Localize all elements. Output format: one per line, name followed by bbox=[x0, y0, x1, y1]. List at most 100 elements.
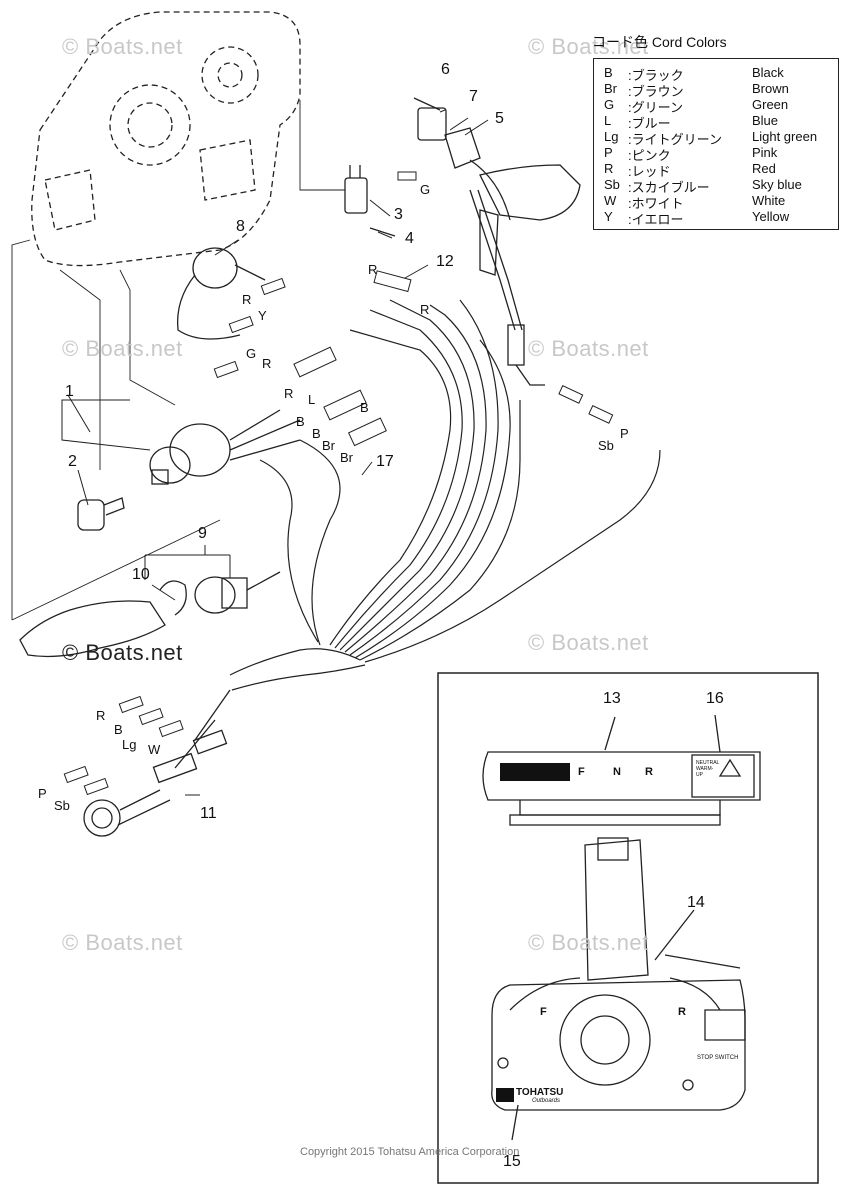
callout-16: 16 bbox=[706, 690, 724, 707]
indicator-panel-part-13 bbox=[482, 714, 761, 826]
harness-wires bbox=[229, 299, 661, 691]
inset-frame bbox=[437, 672, 819, 1184]
legend-code: Lg bbox=[604, 129, 619, 144]
wire-label: Y bbox=[258, 308, 267, 323]
tohatsu-brand: TOHATSU bbox=[516, 1087, 564, 1098]
legend-code: L bbox=[604, 113, 612, 128]
wire-label: W bbox=[148, 742, 161, 757]
parts-5-6-7 bbox=[413, 97, 511, 221]
legend-row: B :ブラック Black bbox=[604, 65, 834, 83]
callout-8: 8 bbox=[236, 218, 245, 235]
legend-en: Pink bbox=[752, 145, 778, 160]
callout-14: 14 bbox=[687, 894, 705, 911]
wire-label: Sb bbox=[598, 438, 614, 453]
callout-4: 4 bbox=[405, 230, 414, 247]
legend-en: Green bbox=[752, 97, 789, 112]
legend-en: Light green bbox=[752, 129, 818, 144]
legend-en: Yellow bbox=[752, 209, 790, 224]
watermark: © Boats.net bbox=[528, 336, 649, 361]
legend-en: Red bbox=[752, 161, 776, 176]
lever-r: R bbox=[678, 1006, 686, 1018]
legend-jp: :ピンク bbox=[628, 148, 671, 163]
legend-row: Sb :スカイブルー Sky blue bbox=[604, 177, 834, 195]
key-part-2 bbox=[77, 497, 125, 531]
copyright-text: Copyright 2015 Tohatsu America Corporati… bbox=[300, 1146, 520, 1158]
engine-housing bbox=[31, 11, 301, 267]
legend-en: White bbox=[752, 193, 786, 208]
callout-3: 3 bbox=[394, 206, 403, 223]
callout-11: 11 bbox=[200, 805, 217, 822]
wire-label: Br bbox=[322, 438, 335, 453]
lever-f: F bbox=[540, 1006, 547, 1018]
watermark: © Boats.net bbox=[62, 336, 183, 361]
legend-code: B bbox=[604, 65, 613, 80]
wire-label: Br bbox=[340, 450, 353, 465]
legend-code: Y bbox=[604, 209, 613, 224]
legend-row: W :ホワイト White bbox=[604, 193, 834, 211]
legend-code: R bbox=[604, 161, 614, 176]
wire-label: B bbox=[312, 426, 321, 441]
wire-label: G bbox=[420, 182, 431, 197]
callout-7: 7 bbox=[469, 88, 478, 105]
legend-row: Lg :ライトグリーン Light green bbox=[604, 129, 834, 147]
indicator-f: F bbox=[578, 766, 585, 778]
terminal-connectors bbox=[63, 171, 614, 796]
display-black-bar bbox=[500, 763, 570, 781]
legend-jp: :ブラウン bbox=[628, 84, 684, 99]
watermark: © Boats.net bbox=[62, 930, 183, 955]
lanyard-part-10 bbox=[19, 580, 187, 658]
wire-label: L bbox=[308, 392, 316, 407]
callout-10: 10 bbox=[132, 566, 150, 583]
wire-label: Lg bbox=[122, 737, 137, 752]
wire-label: G bbox=[246, 346, 257, 361]
callout-1: 1 bbox=[65, 383, 74, 400]
callout-15: 15 bbox=[503, 1153, 521, 1170]
callout-2: 2 bbox=[68, 453, 77, 470]
wire-label: Sb bbox=[54, 798, 70, 813]
callout-12: 12 bbox=[436, 253, 454, 270]
callout-17: 17 bbox=[376, 453, 394, 470]
callout-13: 13 bbox=[603, 690, 621, 707]
tohatsu-brand-sub: Outboards bbox=[532, 1098, 561, 1104]
indicator-r: R bbox=[645, 766, 653, 778]
wire-label: R bbox=[96, 708, 106, 723]
neutral-warmup-label: NEUTRAL WARM-UP bbox=[696, 760, 720, 778]
legend-en: Black bbox=[752, 65, 784, 80]
legend-jp: :ブラック bbox=[628, 68, 684, 83]
buzzer-part-8 bbox=[176, 247, 266, 340]
wire-label: P bbox=[620, 426, 629, 441]
callout-6: 6 bbox=[441, 61, 450, 78]
callout-lines bbox=[61, 109, 489, 796]
legend-title: コード色 Cord Colors bbox=[592, 34, 727, 50]
legend-code: Br bbox=[604, 81, 617, 96]
legend-jp: :グリーン bbox=[628, 100, 683, 115]
legend-en: Sky blue bbox=[752, 177, 802, 192]
stop-switch-label: STOP SWITCH bbox=[697, 1055, 739, 1061]
legend-jp: :レッド bbox=[628, 164, 671, 179]
housing-leader-lines bbox=[11, 100, 345, 621]
wire-label: B bbox=[360, 400, 369, 415]
wire-label: B bbox=[296, 414, 305, 429]
legend-en: Blue bbox=[752, 113, 779, 128]
callout-9: 9 bbox=[198, 525, 207, 542]
logo-mark bbox=[496, 1088, 514, 1102]
wire-label: R bbox=[242, 292, 252, 307]
wire-label: R bbox=[368, 262, 378, 277]
legend-code: Sb bbox=[604, 177, 620, 192]
watermark: © Boats.net bbox=[528, 930, 649, 955]
legend-jp: :スカイブルー bbox=[628, 180, 710, 195]
legend-jp: :ホワイト bbox=[628, 196, 684, 211]
legend-row: R :レッド Red bbox=[604, 161, 834, 179]
legend-code: W bbox=[604, 193, 617, 208]
switch-part-3 bbox=[344, 165, 396, 237]
wire-label: P bbox=[38, 786, 47, 801]
watermark: © Boats.net bbox=[62, 34, 183, 59]
legend-jp: :ライトグリーン bbox=[628, 132, 722, 147]
callout-5: 5 bbox=[495, 110, 504, 127]
